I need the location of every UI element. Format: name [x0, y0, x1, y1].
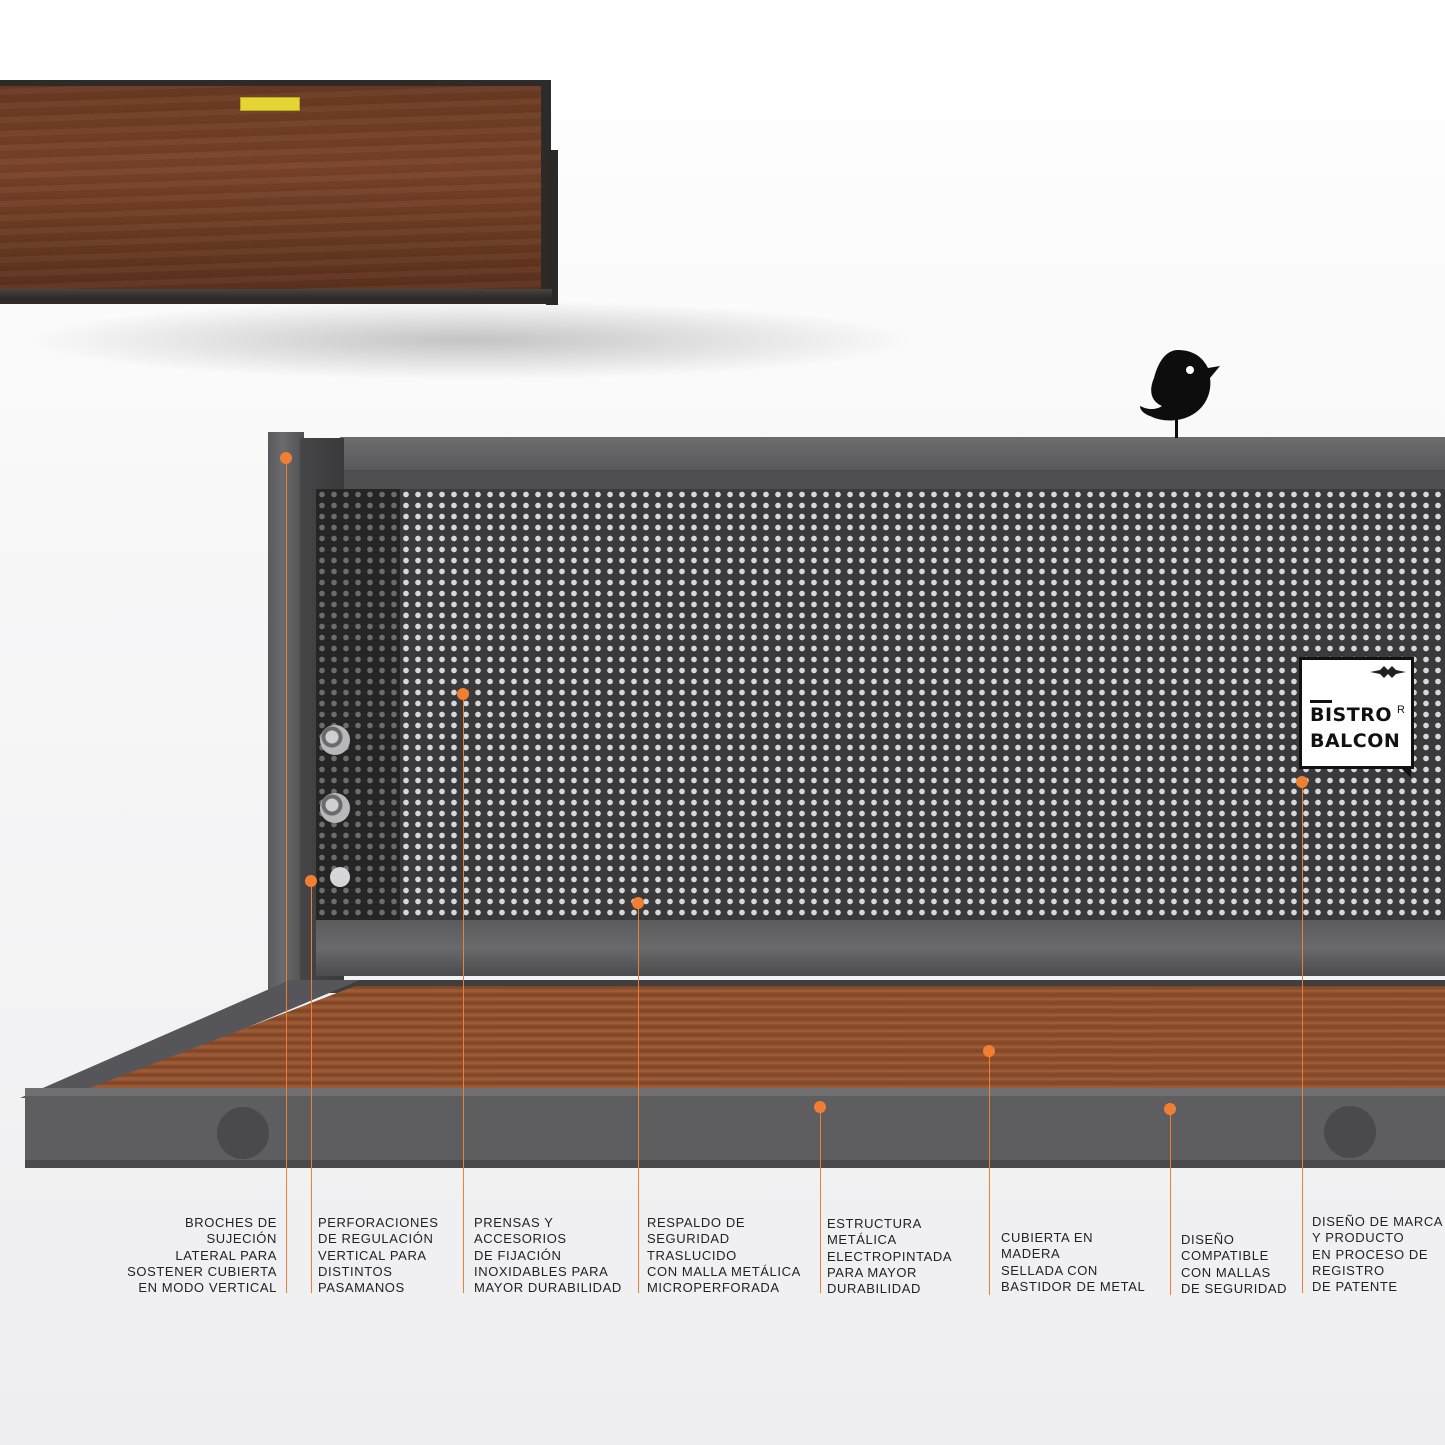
callout-line-perforaciones: [311, 881, 312, 1293]
bottom-rail: [316, 920, 1445, 976]
mesh-shading-left: [316, 489, 400, 921]
registered-mark: R: [1397, 704, 1405, 716]
callout-line-respaldo: [638, 903, 639, 1293]
logo-line2: BALCON: [1310, 730, 1401, 752]
folded-shelf-bottom-rail: [0, 289, 552, 299]
perforated-mesh-backrest: [316, 489, 1445, 921]
bird-icon: [1140, 350, 1220, 438]
logo-speech-tail: [1399, 766, 1411, 778]
folded-shelf-side: [546, 150, 558, 305]
callout-line-cubierta: [989, 1051, 990, 1295]
clamp-bolt-middle: [320, 793, 350, 823]
brand-logo: BISTRO BALCON R: [1299, 657, 1414, 778]
top-shadow: [20, 300, 920, 380]
clamp-bolt-bottom: [330, 867, 350, 887]
callout-line-diseno-marca: [1302, 782, 1303, 1293]
deck-frame-left: [20, 980, 360, 1098]
crown-emblem-icon: [1370, 666, 1406, 678]
callout-line-broches: [286, 458, 287, 1293]
deck-wood: [90, 986, 1445, 1088]
clamp-bolt-top: [320, 725, 350, 755]
callout-line-estructura: [820, 1107, 821, 1293]
top-rail-inner: [340, 470, 1445, 489]
logo-line1: BISTRO: [1310, 704, 1392, 726]
callout-line-diseno-compatible: [1170, 1109, 1171, 1295]
folded-shelf-wood-panel: [0, 86, 541, 290]
callout-line-prensas: [463, 694, 464, 1293]
warning-sticker: [240, 97, 300, 111]
deck: [20, 980, 1445, 1168]
logo-bar: [1310, 700, 1332, 703]
deck-hole-right: [1324, 1106, 1376, 1158]
deck-hole-left: [217, 1107, 269, 1159]
